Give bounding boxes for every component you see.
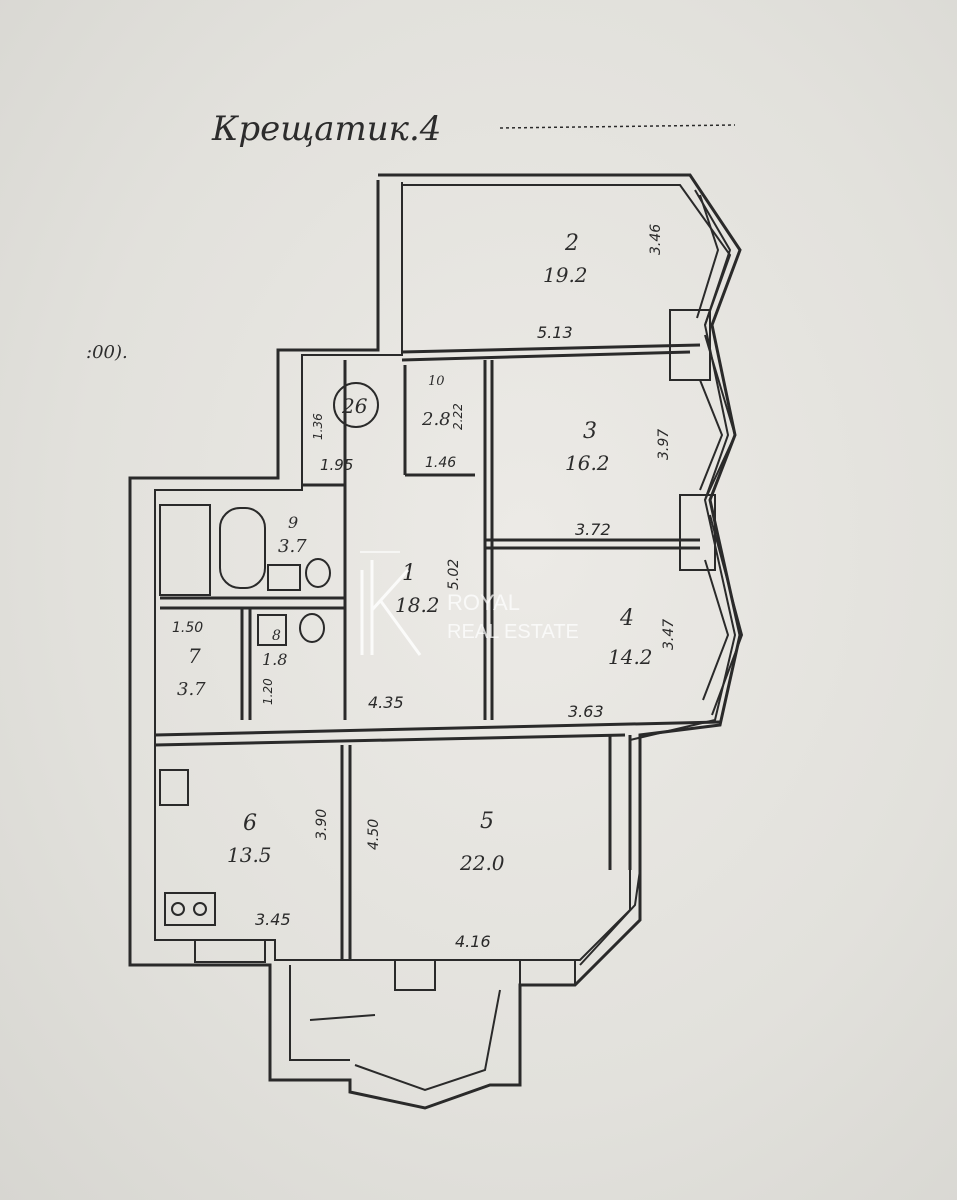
street-header: Крещатик.4: [211, 109, 441, 149]
corner-width: 1.95: [320, 456, 353, 474]
room-6-number: 6: [243, 811, 257, 836]
room-2-width: 5.13: [537, 323, 573, 342]
room-1-width: 4.35: [368, 693, 404, 712]
room-5-area: 22.0: [459, 851, 505, 875]
stair-badge-number: 26: [341, 394, 368, 418]
wc-area: 1.8: [262, 650, 287, 669]
room-3-number: 3: [583, 419, 597, 444]
interior-walls: [154, 343, 721, 960]
room-6-width: 3.45: [255, 910, 291, 929]
room-10-height: 2.22: [451, 403, 465, 430]
bath-number: 9: [288, 513, 298, 532]
room-4-height: 3.47: [661, 619, 677, 650]
room-3-width: 3.72: [575, 520, 611, 539]
header-underline: [499, 124, 736, 129]
room-1-height: 5.02: [446, 559, 462, 590]
wc-dim: 1.20: [261, 678, 275, 705]
window-bays: [194, 189, 744, 991]
room-6-area: 13.5: [227, 843, 272, 867]
corner-height: 1.36: [311, 413, 325, 440]
room-10-width: 1.46: [425, 455, 456, 471]
room-2-number: 2: [564, 231, 579, 256]
bathroom-fixtures: [159, 504, 331, 646]
kitchen-fixtures: [159, 769, 216, 926]
room-4-width: 3.63: [568, 702, 604, 721]
room-10-area: 2.8: [421, 409, 451, 430]
stair-badge-circle: [333, 382, 379, 428]
watermark: ROYAL REAL ESTATE: [360, 551, 579, 656]
room-3-area: 16.2: [565, 451, 610, 475]
watermark-line1: ROYAL: [447, 590, 520, 615]
room-10-number: 10: [428, 374, 445, 389]
room-3-height: 3.97: [656, 429, 672, 460]
room-1-area: 18.2: [395, 593, 440, 617]
room-4-number: 4: [619, 606, 634, 631]
room-5-width: 4.16: [455, 932, 491, 951]
wc-number: 8: [272, 628, 281, 644]
room-1-number: 1: [402, 561, 416, 586]
scale-note: :00).: [86, 342, 128, 363]
room-4-area: 14.2: [608, 645, 653, 669]
room-5-number: 5: [480, 809, 494, 834]
watermark-logo-icon: [360, 551, 422, 656]
bath-area: 3.7: [278, 536, 307, 557]
room-5-height: 4.50: [366, 819, 382, 850]
room-6-height: 3.90: [314, 809, 330, 840]
balcony: [289, 965, 501, 1092]
room-7-area: 3.7: [177, 679, 206, 700]
room-7-width: 1.50: [172, 620, 203, 636]
watermark-line2: REAL ESTATE: [447, 621, 579, 643]
room-2-area: 19.2: [543, 263, 588, 287]
room-7-number: 7: [188, 644, 201, 668]
room-2-height: 3.46: [648, 224, 664, 255]
